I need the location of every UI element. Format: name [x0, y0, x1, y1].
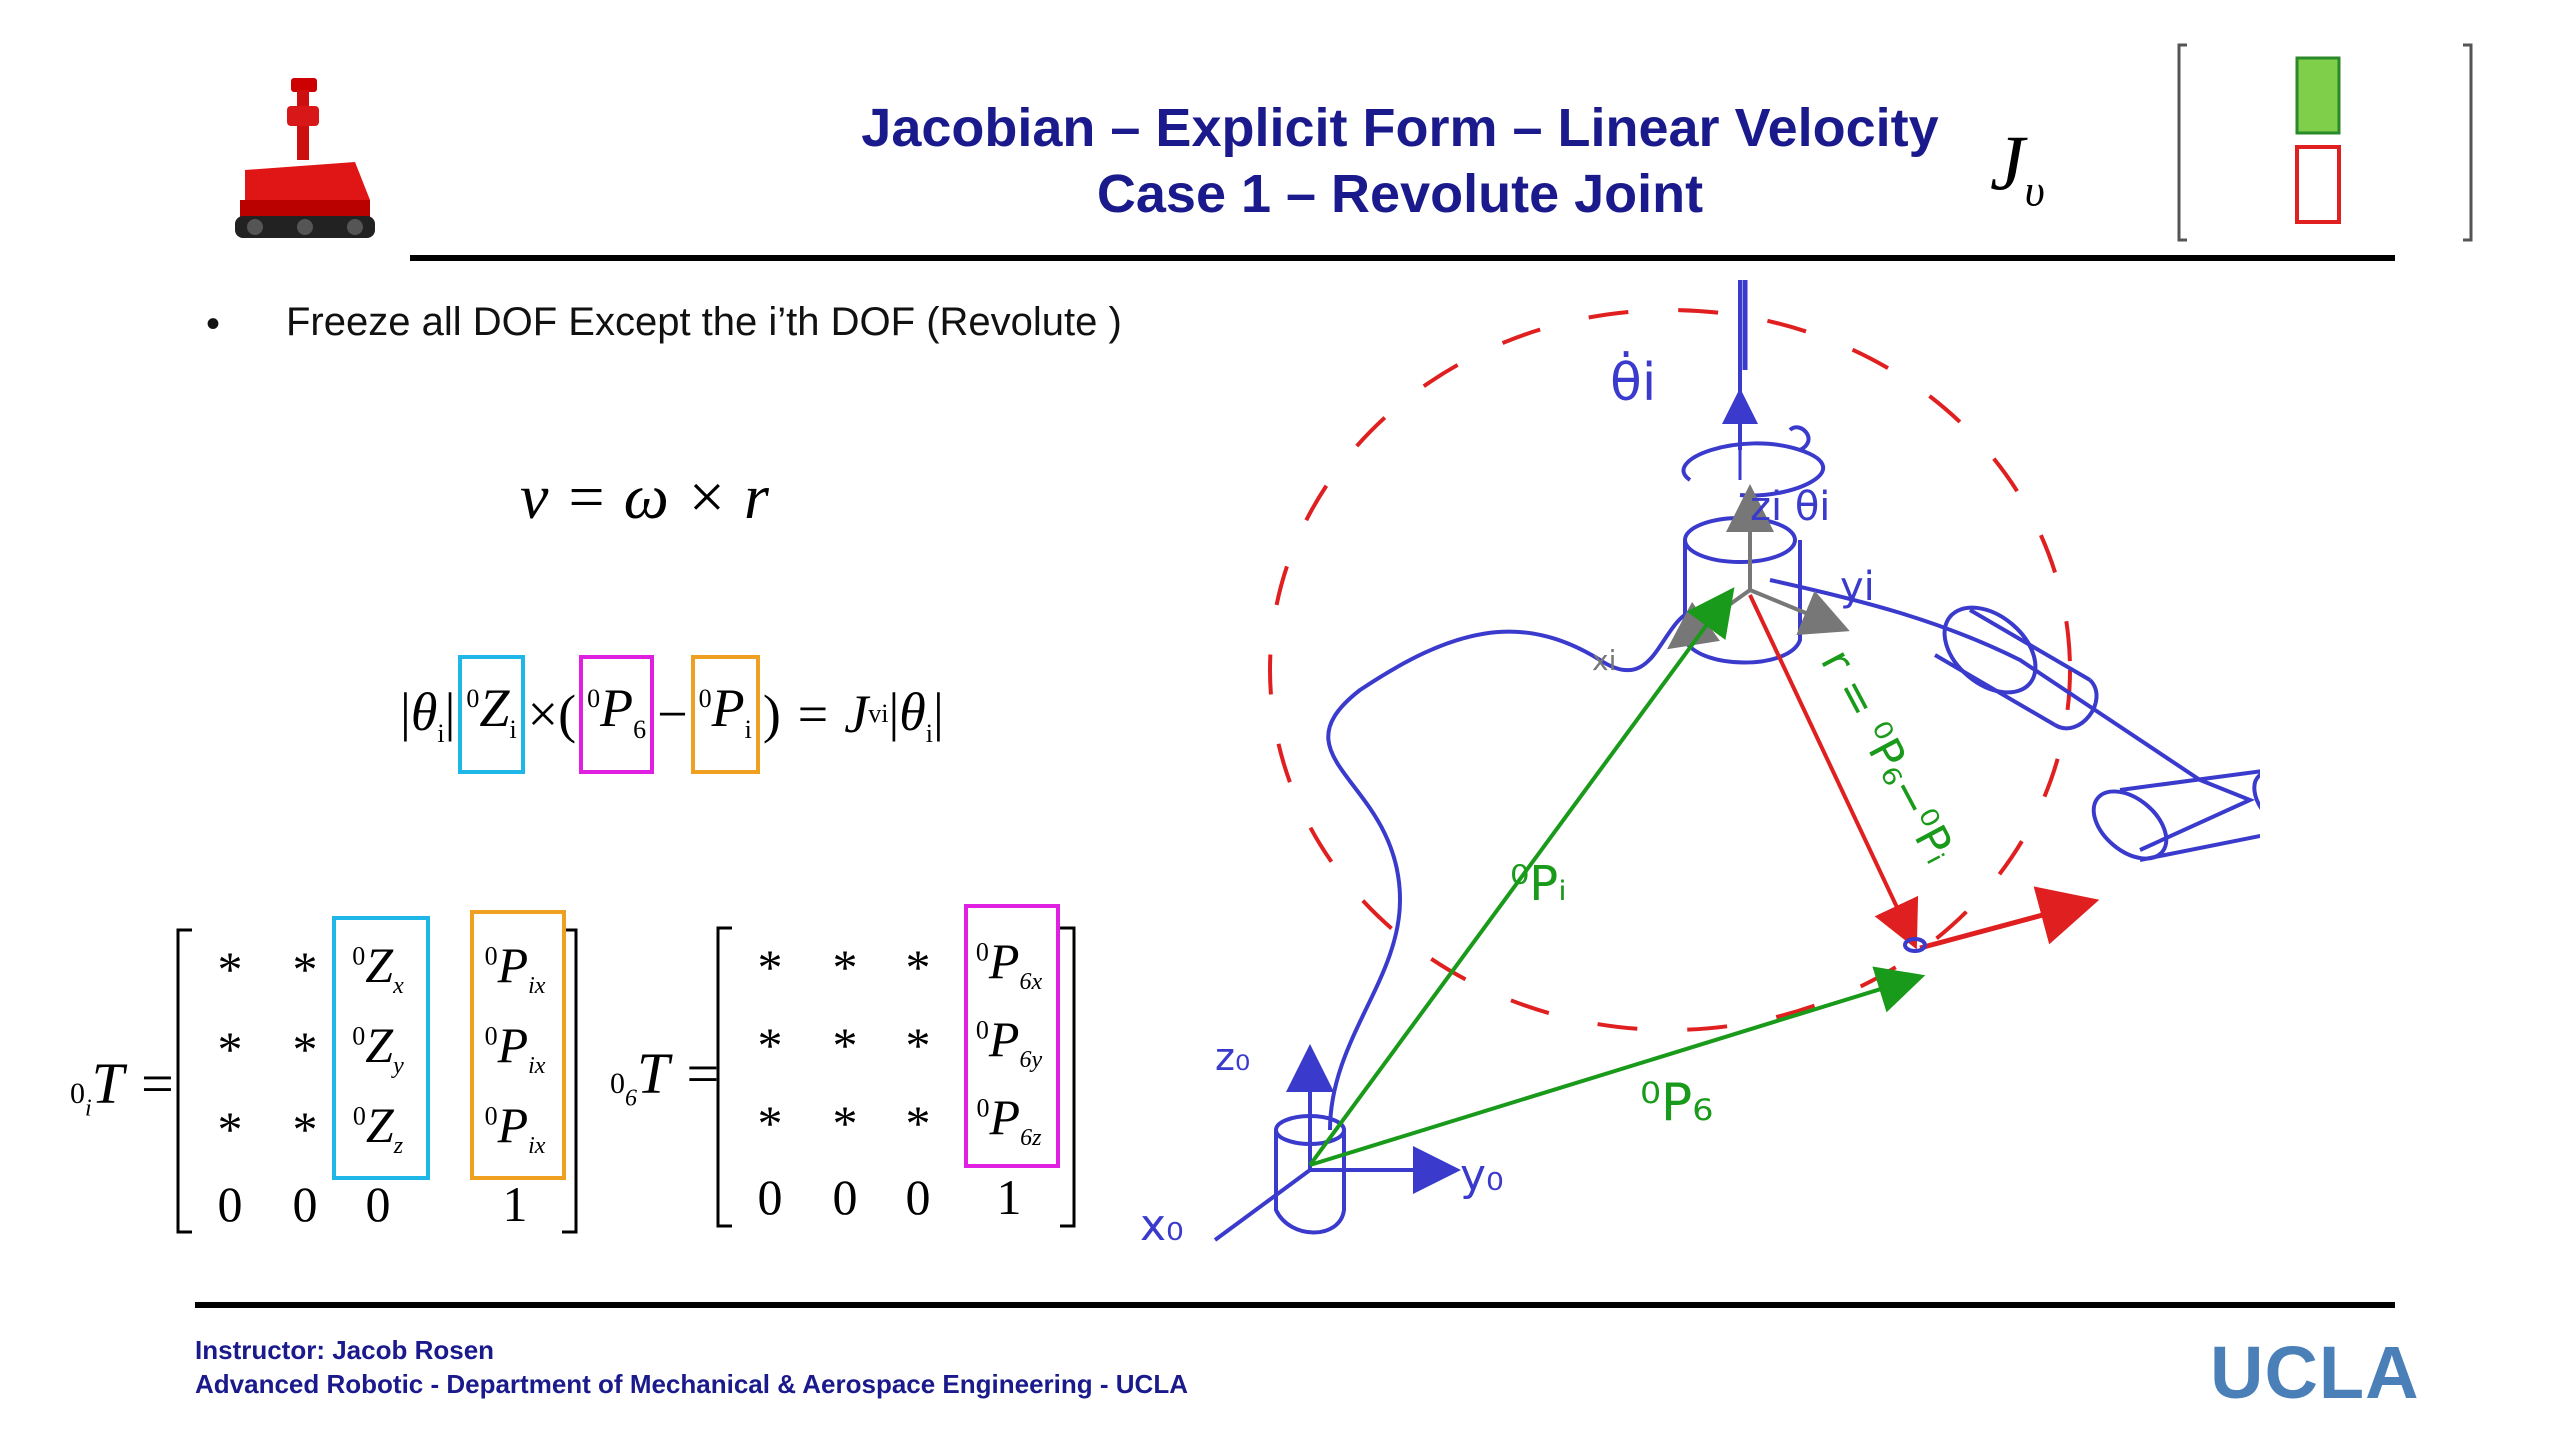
title-line-2: Case 1 – Revolute Joint	[1096, 164, 1704, 224]
matrix-cell: 0Pix	[484, 937, 546, 999]
matrix-cell: 0	[365, 1176, 391, 1232]
left-matrix-label: 0iT =	[70, 1051, 177, 1122]
matrix-cell: *	[905, 939, 931, 995]
xi-label: xi	[1592, 644, 1616, 677]
jv-symbol: Jυ	[1990, 119, 2045, 216]
pi-label: ⁰Pᵢ	[1510, 856, 1567, 912]
matrix-cell: *	[832, 1017, 858, 1073]
matrix-indicator-icon	[2177, 43, 2473, 242]
matrix-cell: 0P6z	[976, 1089, 1042, 1151]
right-matrix-brackets	[716, 926, 1076, 1228]
matrix-cell: *	[905, 1017, 931, 1073]
matrix-cell: *	[757, 939, 783, 995]
left-z-column-box	[332, 916, 430, 1180]
robot-icon	[235, 78, 375, 238]
p6-label: ⁰P₆	[1640, 1073, 1713, 1133]
matrix-cell: *	[757, 1017, 783, 1073]
matrix-cell: 0	[832, 1169, 858, 1225]
matrix-cell: *	[217, 1101, 243, 1157]
link-cylinder-2	[1933, 605, 2099, 731]
matrix-cell: *	[217, 941, 243, 997]
matrix-cell: 1	[996, 1169, 1022, 1225]
matrix-cell: 0P6y	[975, 1011, 1043, 1073]
x0-label: x₀	[1140, 1200, 1184, 1251]
bullet-marker: •	[206, 302, 221, 346]
z-axis-box: 0Zi	[458, 655, 525, 774]
ucla-logo: UCLA	[2210, 1331, 2420, 1414]
matrix-cell: 0	[217, 1176, 243, 1232]
footer-department: Advanced Robotic - Department of Mechani…	[195, 1369, 1188, 1399]
title-line-1: Jacobian – Explicit Form – Linear Veloci…	[861, 98, 1939, 158]
right-matrix: * * * 0P6x * * * 0P6y * * * 0P6z 0 0 0 1	[710, 904, 1080, 1240]
matrix-cell: *	[292, 941, 318, 997]
link-outline-2	[1769, 578, 2256, 852]
matrix-cell: *	[292, 1101, 318, 1157]
left-matrix-brackets	[176, 928, 578, 1234]
matrix-cell: 0Zy	[352, 1017, 404, 1079]
y0-label: y₀	[1460, 1150, 1504, 1201]
matrix-cell: 0	[905, 1169, 931, 1225]
footer-instructor: Instructor: Jacob Rosen	[195, 1335, 495, 1365]
velocity-equation: v = ω × r	[520, 461, 769, 532]
vector-p-6	[1309, 966, 1926, 1167]
matrix-cell: *	[757, 1095, 783, 1151]
right-matrix-label: 06T =	[610, 1041, 722, 1112]
matrix-cell: 1	[502, 1176, 528, 1232]
matrix-cell: *	[905, 1095, 931, 1151]
z0-label: z₀	[1215, 1035, 1250, 1079]
matrix-cell: *	[292, 1021, 318, 1077]
matrix-cell: 0Zz	[352, 1097, 404, 1159]
matrix-cell: 0	[757, 1169, 783, 1225]
zi-theta-label: zi θi	[1750, 484, 1830, 530]
matrix-cell: 0Zx	[352, 937, 404, 999]
link-outline	[1326, 608, 1701, 1131]
r-label: r = ⁰P₆−⁰Pᵢ	[1810, 641, 1965, 871]
end-effector-cylinder	[2091, 769, 2260, 862]
yi-label: yi	[1840, 564, 1875, 610]
matrix-cell: *	[217, 1021, 243, 1077]
page-title: Jacobian – Explicit Form – Linear Veloci…	[700, 95, 2100, 227]
velocity-vector	[1919, 886, 2100, 951]
matrix-cell: *	[832, 1095, 858, 1151]
vector-r	[1748, 594, 1919, 950]
right-p-column-box	[964, 904, 1060, 1168]
left-p-column-box	[470, 910, 566, 1180]
base-frame	[1213, 1044, 1461, 1242]
pi-box: 0Pi	[690, 655, 760, 774]
p6-box: 0P6	[579, 655, 655, 774]
matrix-cell: 0Pix	[484, 1017, 546, 1079]
matrix-cell: *	[832, 939, 858, 995]
vector-p-i	[1308, 587, 1735, 1167]
matrix-cell: 0P6x	[975, 933, 1043, 995]
footer-rule	[195, 1302, 2395, 1308]
matrix-cell: 0Pix	[484, 1097, 546, 1159]
left-matrix: * * 0Zx 0Pix * * 0Zy 0Pix * * 0Zz 0Pix 0…	[170, 910, 580, 1240]
matrix-cell: 0	[292, 1176, 318, 1232]
theta-dot-label: θ̇i	[1610, 352, 1656, 413]
header-rule	[410, 255, 2395, 261]
bullet-text: Freeze all DOF Except the i’th DOF (Revo…	[286, 300, 1122, 344]
robot-arm-sketch: θ̇i zi θi yi xi r = ⁰P₆−⁰Pᵢ ⁰Pᵢ ⁰P₆ z₀ y…	[1140, 280, 2260, 1251]
